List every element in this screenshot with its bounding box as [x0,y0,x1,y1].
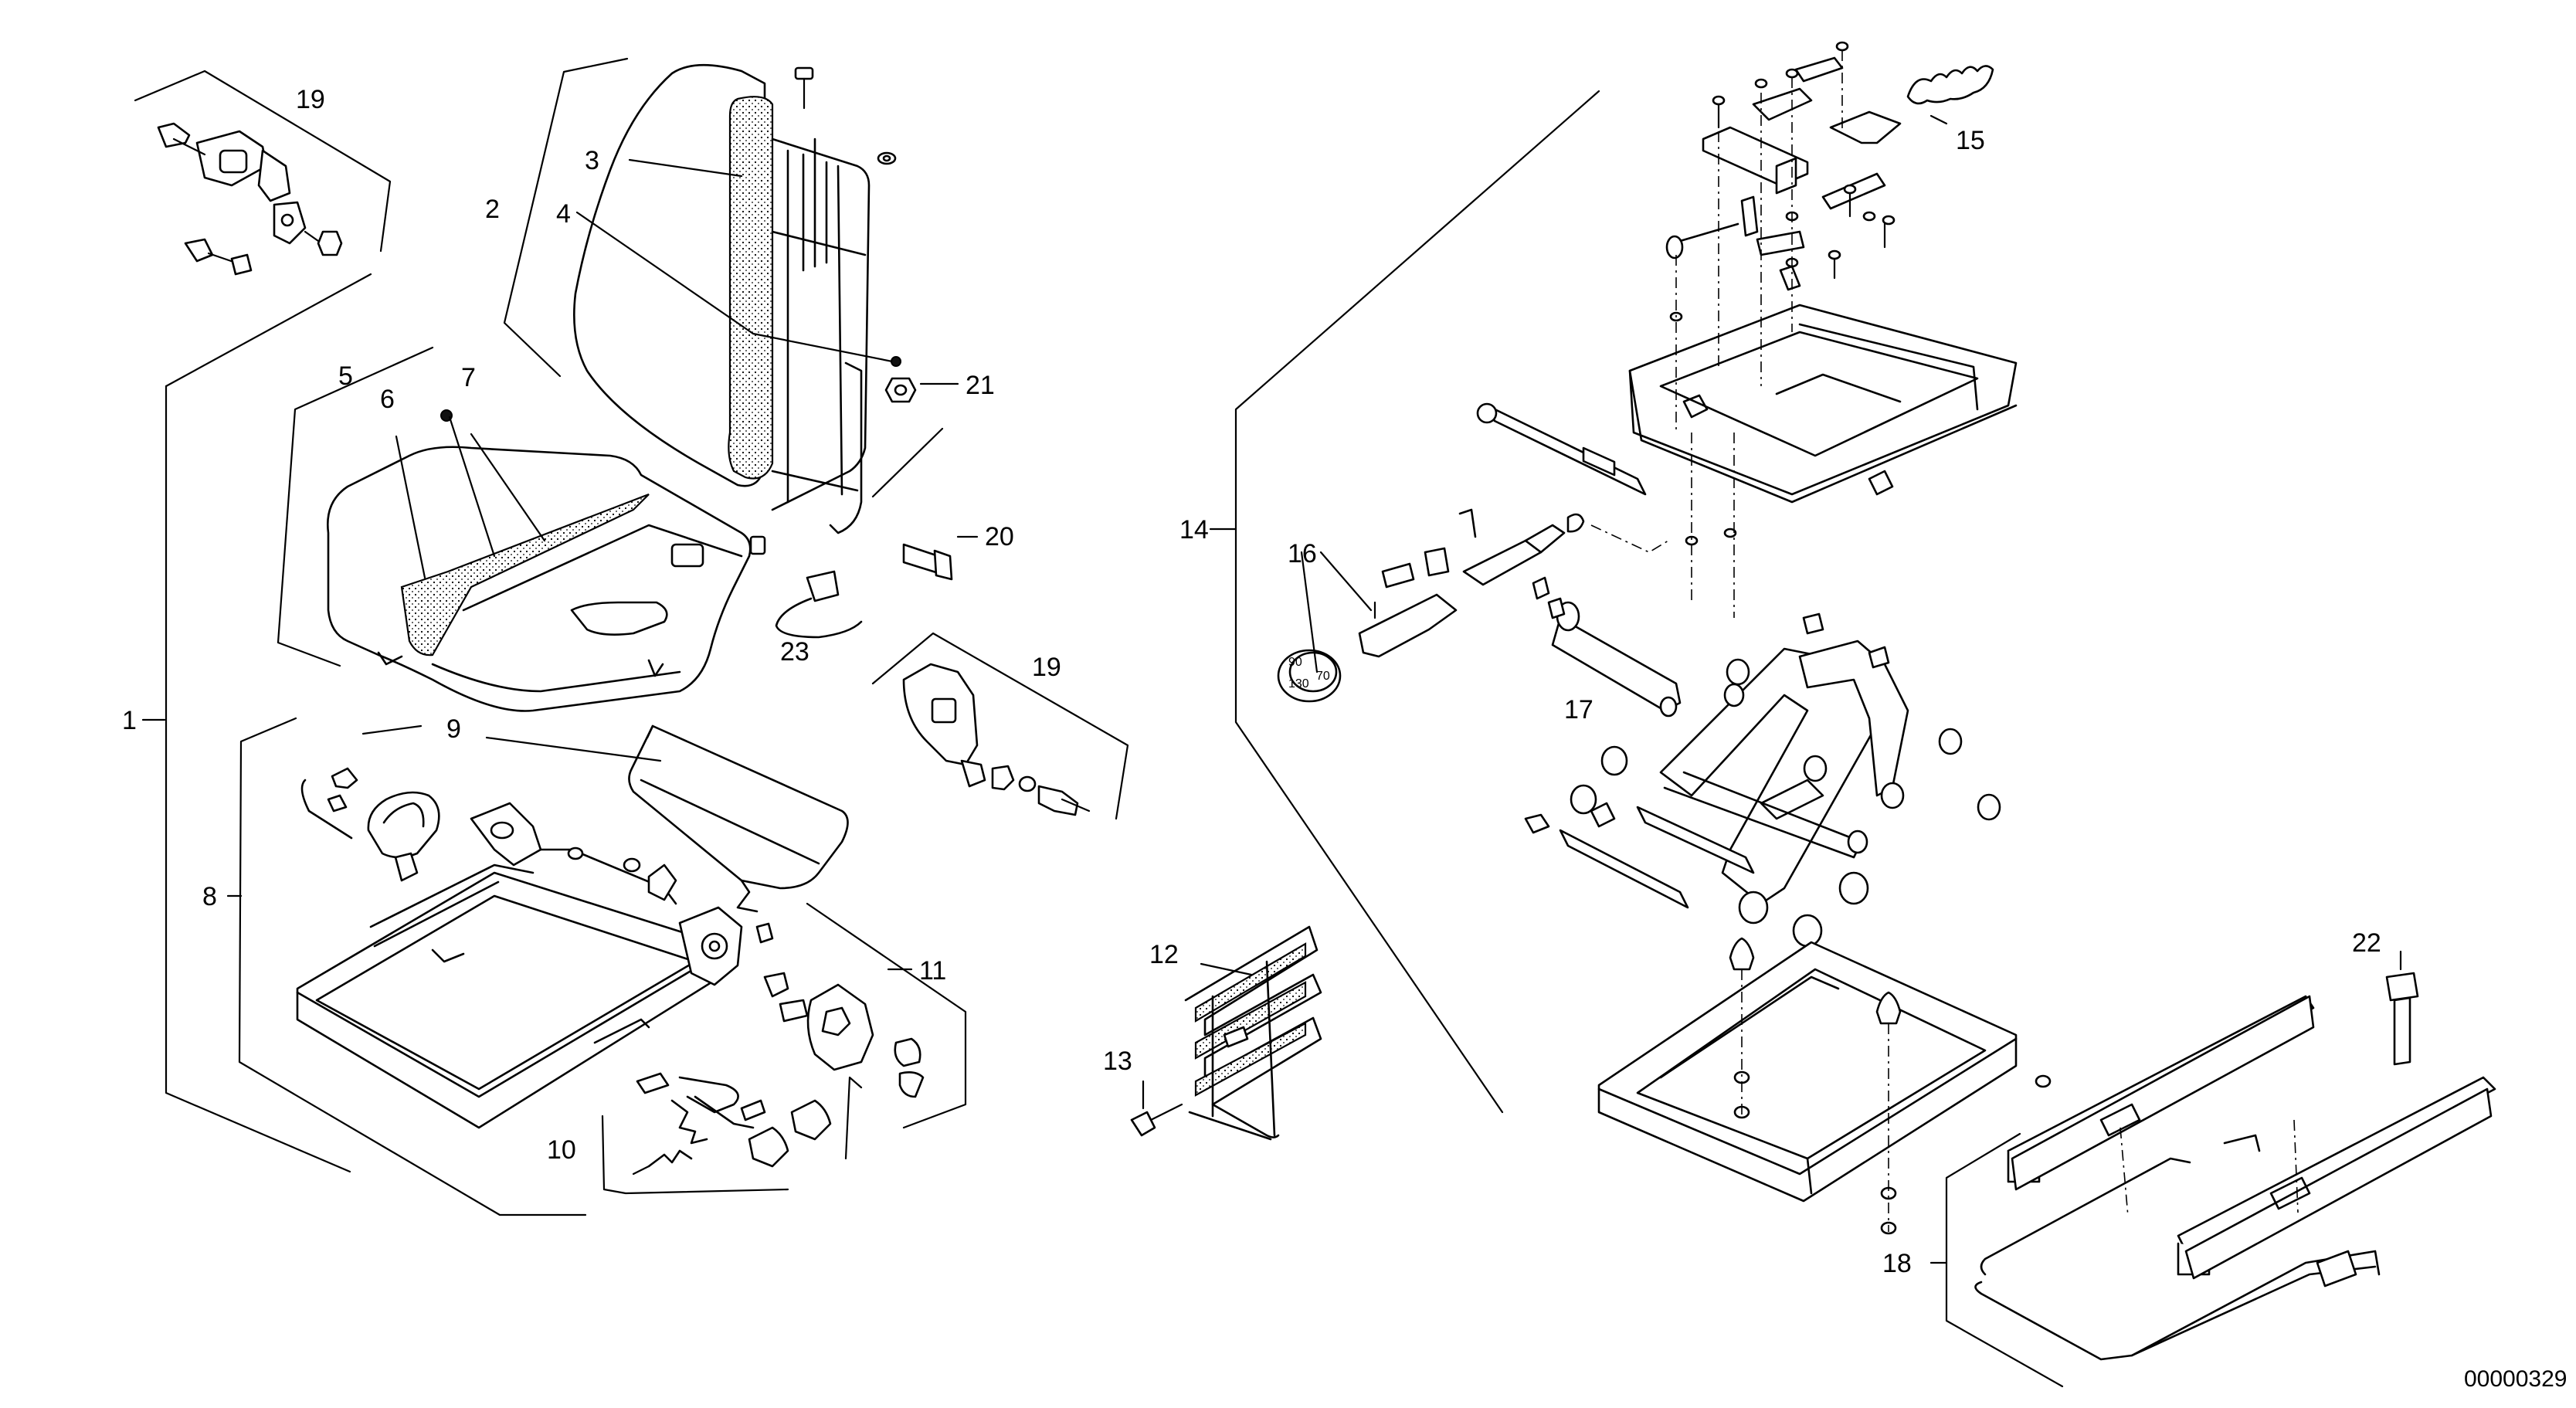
callout-6: 6 [380,385,395,414]
scissor-mechanism [1524,612,2001,948]
bolt-22 [2385,950,2419,1066]
cushion-panel-9 [628,724,849,890]
slide-rails-18 [1974,995,2496,1361]
callout-20: 20 [985,522,1014,551]
knob-marking-70: 70 [1316,670,1330,683]
knob-marking-90: 90 [1288,656,1302,669]
seat-frame [296,767,774,1129]
callout-11: 11 [919,956,946,986]
callout-1: 1 [122,706,137,735]
callout-19-top: 19 [296,85,325,114]
upper-linkage-15 [1665,41,1994,322]
group-bracket-lines [134,57,2064,1388]
lever-assembly-10 [632,1072,832,1176]
connector-23 [775,570,863,639]
callout-18: 18 [1882,1249,1912,1278]
callout-12: 12 [1149,940,1179,969]
callout-19-right: 19 [1032,653,1061,682]
callout-labels: 1 2 3 4 5 6 7 8 9 10 11 12 13 14 15 16 1… [122,85,2381,1278]
adjuster-assembly-11 [763,972,925,1098]
callout-8: 8 [202,882,217,911]
callout-16: 16 [1288,539,1317,568]
callout-17: 17 [1564,695,1593,724]
callout-15: 15 [1956,126,1985,155]
slide-rail-detail [1130,925,1322,1141]
leader-ticks [141,114,1948,1264]
callout-7: 7 [461,363,476,392]
bolt-20 [902,535,979,581]
document-number: 00000329 [2464,1366,2567,1392]
callout-21: 21 [966,371,995,400]
callout-4: 4 [556,199,571,229]
seat-belt-buckle-right [902,663,1091,816]
callout-23: 23 [780,637,809,667]
callout-14: 14 [1179,515,1209,545]
seat-belt-buckle-left [157,122,343,276]
seat-cushion [327,409,752,712]
knob-marking-130: 130 [1288,677,1309,690]
callout-13: 13 [1103,1047,1132,1076]
callout-22: 22 [2352,928,2381,958]
callout-2: 2 [485,195,500,224]
height-adjust-knob-16: 90 70 130 [1277,508,1585,703]
nut-21 [871,377,959,498]
gas-spring-17 [1547,597,1682,718]
base-frame [1597,937,2052,1235]
callout-9: 9 [446,714,461,744]
suspension-top-plate [1476,304,2018,546]
callout-10: 10 [547,1135,576,1165]
callout-5: 5 [338,361,353,391]
callout-3: 3 [585,146,599,175]
